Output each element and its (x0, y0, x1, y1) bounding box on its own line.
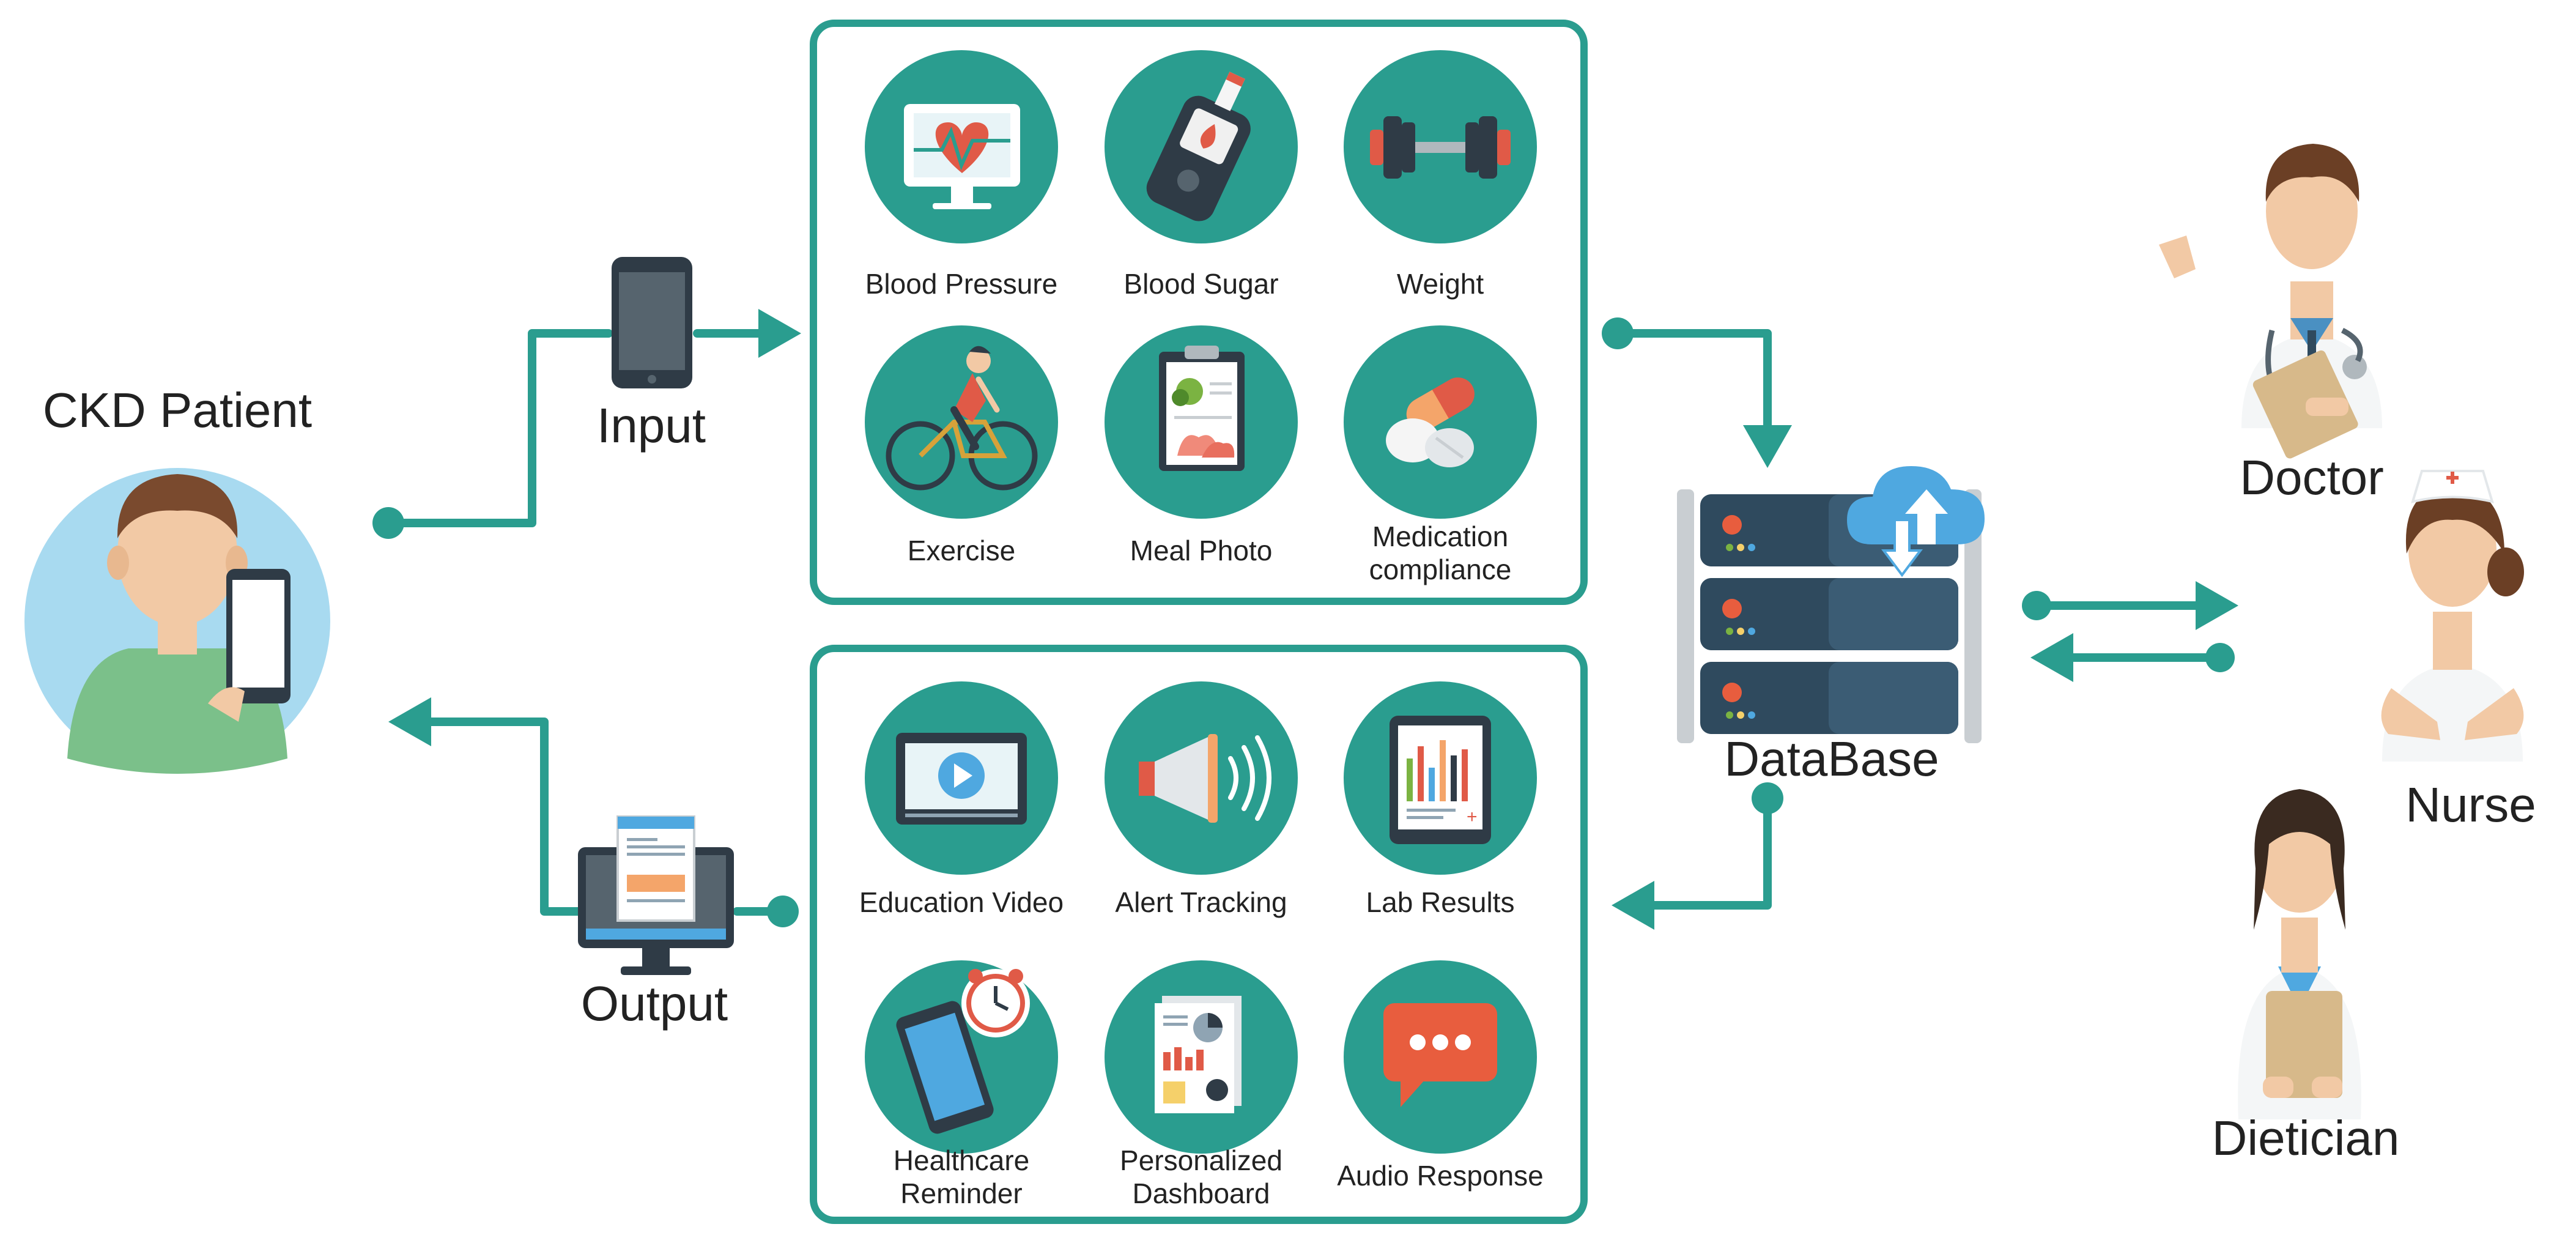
clipboard-meal-icon (1105, 325, 1298, 519)
arrowhead (2196, 581, 2238, 630)
output-label: Output (580, 976, 728, 1031)
heart-monitor-icon (865, 50, 1058, 243)
arrowhead (2030, 633, 2073, 682)
connector-dot (2205, 643, 2235, 672)
connector-dot (1752, 782, 1783, 814)
output-item-label: Alert Tracking (1115, 886, 1287, 918)
database-to-output-connector (1647, 794, 1772, 910)
dashboard-report-icon (1105, 960, 1298, 1154)
nurse-label: Nurse (2405, 777, 2536, 832)
output-item-label: Personalized Dashboard (1120, 1144, 1282, 1209)
video-player-icon (865, 681, 1058, 875)
cloud-sync-icon (1847, 466, 1985, 577)
doctor-label: Doctor (2240, 450, 2384, 505)
input-item-label: Weight (1396, 268, 1484, 300)
connectors (372, 309, 2238, 930)
nurse-icon (2381, 470, 2524, 762)
database-label: DataBase (1724, 732, 1939, 786)
doctor-icon (2159, 144, 2382, 459)
megaphone-icon (1105, 681, 1298, 875)
input-item-label: Blood Sugar (1123, 268, 1279, 300)
phone-alarm-icon (865, 960, 1058, 1154)
connector-dot (1602, 317, 1634, 349)
output-item-label: Education Video (859, 886, 1064, 918)
panel-to-database-connector (1613, 329, 1772, 432)
chat-bubble-icon (1344, 960, 1537, 1154)
output-item-label: Lab Results (1366, 886, 1515, 918)
cyclist-icon (865, 325, 1058, 519)
output-to-patient-connector (424, 718, 585, 916)
pills-icon (1344, 325, 1537, 519)
monitor-report-icon (578, 815, 734, 975)
arrowhead (758, 309, 801, 358)
smartphone-icon (612, 257, 692, 388)
output-item-label: Audio Response (1337, 1160, 1544, 1192)
svg-text:+: + (1467, 807, 1478, 827)
input-item-label: Blood Pressure (865, 268, 1058, 300)
connector-dot (372, 507, 404, 539)
dietician-icon (2238, 789, 2361, 1119)
patient-to-input-connector (384, 329, 613, 527)
output-item-label: Healthcare Reminder (893, 1144, 1030, 1209)
connector-dot (2022, 591, 2051, 620)
input-label: Input (597, 398, 706, 453)
connector-dot (767, 896, 799, 927)
dumbbell-icon (1344, 50, 1537, 243)
input-item-label: Medication compliance (1369, 521, 1512, 585)
arrowhead (388, 697, 431, 746)
arrowhead (1743, 425, 1792, 468)
glucometer-icon (1105, 50, 1298, 243)
arrowhead (1612, 881, 1654, 930)
patient-with-phone-icon (24, 468, 330, 774)
input-item-label: Meal Photo (1130, 535, 1273, 566)
dietician-label: Dietician (2211, 1111, 2400, 1165)
patient-label: CKD Patient (42, 383, 313, 437)
lab-chart-tablet-icon: + (1344, 681, 1537, 875)
server-cloud-icon (1677, 466, 1985, 743)
input-item-label: Exercise (907, 535, 1016, 566)
